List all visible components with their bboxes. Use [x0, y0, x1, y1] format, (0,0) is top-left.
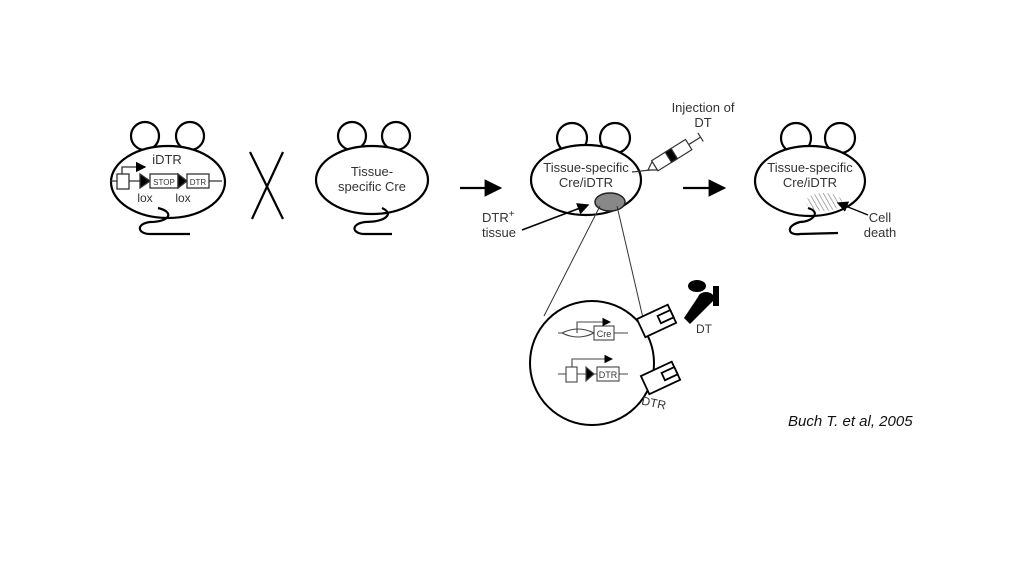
mouse3-label-2: Cre/iDTR [559, 175, 613, 190]
toxin-label: DT [696, 322, 713, 336]
receptor-label: DTR [640, 394, 667, 413]
mouse2-label-1: Tissue- [351, 164, 393, 179]
syringe-needle-line [631, 169, 651, 173]
dtr-tissue-label-1: DTR+ [482, 209, 515, 225]
zoom-line-left [543, 205, 601, 317]
cell-death-arrow [836, 201, 869, 216]
mouse4-label-1: Tissue-specific [767, 160, 853, 175]
lox-label-2: lox [175, 191, 190, 205]
cross-symbol [249, 151, 284, 220]
syringe-icon [647, 132, 704, 172]
lox-label-1: lox [137, 191, 152, 205]
dtr-gene-label-cell: DTR [599, 370, 618, 380]
stop-label: STOP [153, 178, 175, 187]
zoom-line-right [616, 205, 644, 319]
dtr-tissue-spot [594, 192, 626, 212]
dtr-receptor-lower [639, 360, 682, 396]
diphtheria-toxin-icon [684, 280, 719, 324]
injection-label-2: DT [694, 115, 711, 130]
idtr-construct [110, 161, 222, 190]
injection-label-1: Injection of [672, 100, 735, 115]
mouse-cre [314, 120, 430, 236]
dtr-gene-label: DTR [190, 178, 207, 187]
cell-death-label-2: death [864, 225, 897, 240]
cell-circle [529, 300, 655, 426]
idtr-label: iDTR [152, 152, 182, 167]
citation: Buch T. et al, 2005 [788, 413, 913, 430]
mouse2-label-2: specific Cre [338, 179, 406, 194]
dtr-tissue-label-2: tissue [482, 225, 516, 240]
mouse4-label-2: Cre/iDTR [783, 175, 837, 190]
cell-death-label-1: Cell [869, 210, 892, 225]
cell-constructs [558, 317, 628, 383]
dtr-receptor-upper [635, 303, 678, 339]
dead-tissue-hatch [806, 193, 842, 211]
cre-gene-label: Cre [597, 329, 612, 339]
dtr-tissue-arrow [521, 203, 590, 231]
mouse3-label-1: Tissue-specific [543, 160, 629, 175]
